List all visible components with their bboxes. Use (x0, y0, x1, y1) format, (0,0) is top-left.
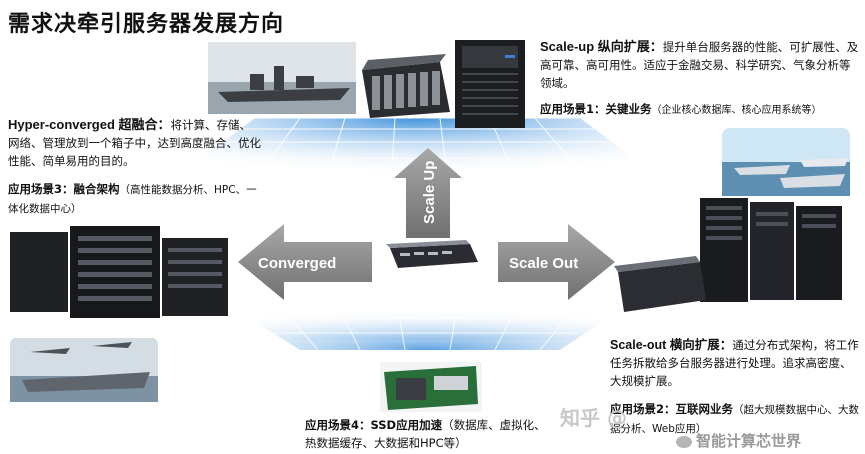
hyper-converged-scene: 应用场景3：融合架构（高性能数据分析、HPC、一体化数据中心） (8, 180, 262, 218)
converged-arrow (238, 224, 372, 300)
wechat-watermark: 智能计算芯世界 (676, 430, 801, 451)
wechat-watermark-text: 智能计算芯世界 (696, 432, 802, 450)
hyper-converged-heading: Hyper-converged 超融合： (8, 117, 171, 132)
hyper-converged-description: Hyper-converged 超融合：将计算、存储、网络、管理放到一个箱子中，… (8, 116, 262, 170)
rack-server-image (386, 240, 478, 268)
ssd-card-image (380, 362, 482, 412)
ssd-scene-label: 应用场景4：SSD应用加速 (305, 418, 443, 432)
scale-up-scene-label: 应用场景1：关键业务 (540, 102, 652, 116)
blade-server-image (362, 54, 450, 118)
scale-out-description: Scale-out 横向扩展：通过分布式架构，将工作任务拆散给多台服务器进行处理… (610, 336, 860, 390)
zhihu-watermark: 知乎 @ (560, 406, 627, 430)
scale-up-scene: 应用场景1：关键业务（企业核心数据库、核心应用系统等） (540, 100, 860, 120)
scale-up-text: 提升单台服务器的性能、可扩展性、及高可靠、高可用性。适应于金融交易、科学研究、气… (540, 40, 859, 90)
page-title: 需求决牵引服务器发展方向 (8, 12, 285, 37)
hyper-converged-scene-detail: （高性能数据分析、HPC、一体化数据中心） (8, 184, 257, 215)
highend-server-image (455, 40, 525, 128)
scale-out-heading: Scale-out 横向扩展： (610, 338, 733, 352)
scale-up-arrow (394, 148, 462, 238)
naval-fleet-image (722, 128, 850, 196)
scale-out-text: 通过分布式架构，将工作任务拆散给多台服务器进行处理。追求高密度、大规模扩展。 (610, 338, 859, 388)
converged-system-image (10, 226, 228, 318)
wechat-icon (676, 435, 692, 448)
converged-label: Converged (258, 255, 336, 272)
aircraft-carrier-image (10, 338, 158, 402)
hyper-converged-scene-label: 应用场景3：融合架构 (8, 182, 120, 196)
scale-up-description: Scale-up 纵向扩展：提升单台服务器的性能、可扩展性、及高可靠、高可用性。… (540, 38, 860, 92)
scale-up-heading: Scale-up 纵向扩展： (540, 39, 663, 54)
battleship-image (208, 42, 356, 114)
scale-up-label: Scale Up (421, 161, 438, 224)
scale-out-label: Scale Out (509, 255, 578, 272)
hyper-converged-text: 将计算、存储、网络、管理放到一个箱子中，达到高度融合、优化性能、简单易用的目的。 (8, 118, 261, 168)
scale-out-arrow (498, 224, 615, 300)
ssd-scene: 应用场景4：SSD应用加速（数据库、虚拟化、热数据缓存、大数据和HPC等） (305, 416, 555, 452)
scale-out-scene-label: 应用场景2：互联网业务 (610, 402, 734, 416)
scale-out-scene: 应用场景2：互联网业务（超大规模数据中心、大数据分析、Web应用） (610, 400, 860, 438)
scale-out-scene-detail: （超大规模数据中心、大数据分析、Web应用） (610, 404, 860, 435)
server-rack-image (614, 198, 842, 312)
scale-up-scene-detail: （企业核心数据库、核心应用系统等） (651, 105, 822, 116)
ssd-scene-detail: （数据库、虚拟化、热数据缓存、大数据和HPC等） (305, 418, 546, 450)
